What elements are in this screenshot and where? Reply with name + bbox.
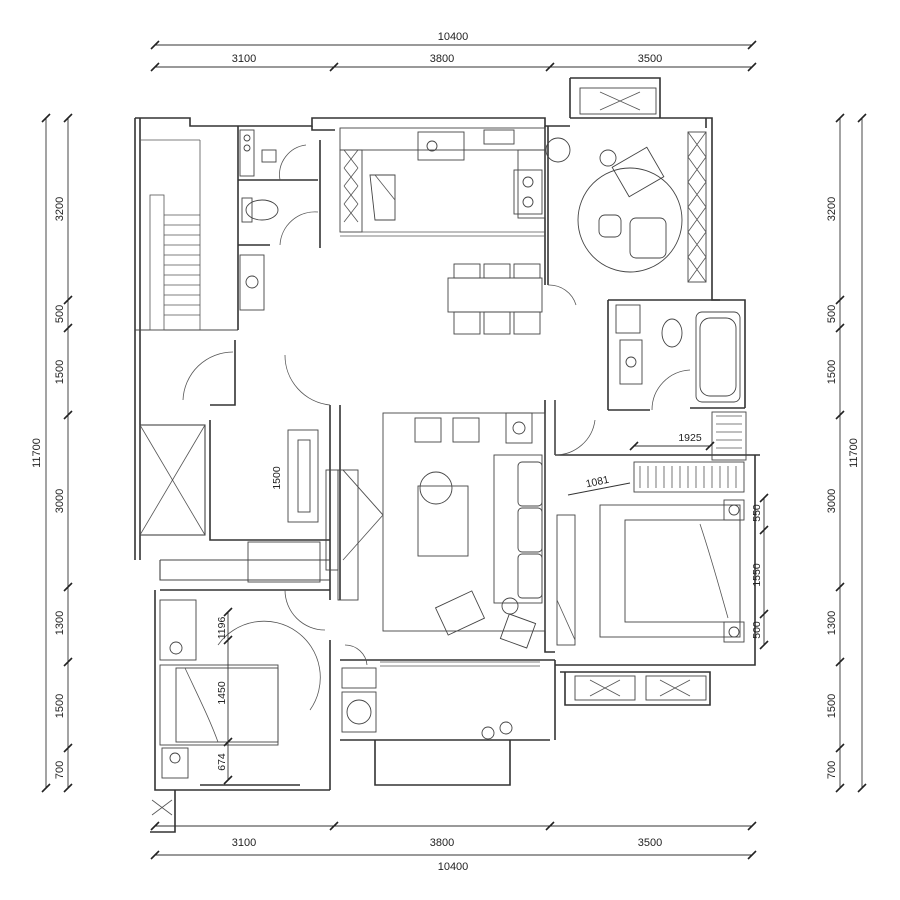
left-segment-6: 1500 <box>54 694 66 718</box>
right-segment-2: 500 <box>826 305 838 323</box>
bottom-segment-2: 3800 <box>430 837 454 849</box>
dining-chair <box>513 311 541 335</box>
dining-chair <box>483 311 511 335</box>
dining-chair <box>483 263 511 279</box>
nightstand <box>723 499 745 521</box>
wardrobe <box>687 131 707 283</box>
top-segment-3: 3500 <box>638 53 662 65</box>
lounge-chair <box>434 590 486 636</box>
second-bed-dim-3: 674 <box>216 753 228 771</box>
left-total-dimension: 11700 <box>31 438 43 468</box>
bottom-segment-3: 3500 <box>638 837 662 849</box>
bottom-dimensions: 3100 3800 3500 10400 <box>150 821 757 873</box>
master-dim-2: 1550 <box>751 563 763 587</box>
master-dim-1: 550 <box>751 504 763 522</box>
left-segment-4: 3000 <box>54 489 66 513</box>
right-segment-6: 1500 <box>826 694 838 718</box>
bottom-segment-1: 3100 <box>232 837 256 849</box>
side-table <box>505 412 533 444</box>
second-bedroom: 1196 1450 674 <box>151 589 326 816</box>
kitchen-sink-icon <box>417 131 465 161</box>
right-bathroom <box>615 304 741 411</box>
armchair <box>611 146 665 198</box>
dining-table <box>447 263 543 335</box>
second-bed-dim-1: 1196 <box>216 617 228 640</box>
toilet-icon <box>661 318 683 348</box>
upper-right-room <box>545 87 707 306</box>
study: 1500 <box>182 351 331 583</box>
master-bed <box>599 504 741 638</box>
left-segment-3: 1500 <box>54 360 66 384</box>
right-segment-1: 3200 <box>826 197 838 221</box>
washbasin-icon <box>619 339 643 385</box>
wardrobe <box>159 599 197 661</box>
study-wardrobe <box>287 429 319 523</box>
living-room <box>325 412 546 649</box>
second-bed-dim-2: 1450 <box>216 681 228 705</box>
right-total-dimension: 11700 <box>848 438 860 468</box>
left-segment-5: 1300 <box>54 611 66 635</box>
nightstand <box>723 621 745 643</box>
left-bathroom <box>239 129 319 311</box>
top-dimensions: 10400 3100 3800 3500 <box>150 31 757 72</box>
balcony <box>341 644 540 740</box>
dining-chair <box>453 311 481 335</box>
bay-planter <box>574 675 636 701</box>
top-segment-2: 3800 <box>430 53 454 65</box>
dining-chair <box>513 263 541 279</box>
area-rug <box>382 412 546 632</box>
toilet-icon <box>245 199 279 221</box>
master-dim-3: 500 <box>751 621 763 639</box>
closet-rack <box>633 461 745 493</box>
top-segment-1: 3100 <box>232 53 256 65</box>
right-segment-7: 700 <box>826 761 838 779</box>
left-dimensions: 11700 3200 500 1500 3000 1300 1500 700 <box>31 113 73 793</box>
bottom-total-dimension: 10400 <box>438 861 469 873</box>
washbasin-icon <box>239 254 265 311</box>
left-segment-2: 500 <box>54 305 66 323</box>
window-planter <box>579 87 657 115</box>
top-total-dimension: 10400 <box>438 31 469 43</box>
left-segment-1: 3200 <box>54 197 66 221</box>
master-bedroom: 550 1550 500 <box>554 400 769 701</box>
round-rug <box>577 167 683 273</box>
closet-width-dimension: 1925 <box>678 432 702 444</box>
washing-machine-icon <box>341 691 377 733</box>
walls <box>134 77 760 833</box>
coffee-table <box>417 485 469 557</box>
stove-icon <box>513 169 543 215</box>
right-dimensions: 3200 500 1500 3000 1300 1500 700 11700 <box>826 113 867 793</box>
dining-chair <box>453 263 481 279</box>
left-segment-7: 700 <box>54 761 66 779</box>
closet: 1925 1081 <box>567 411 747 496</box>
right-segment-3: 1500 <box>826 360 838 384</box>
right-segment-4: 3000 <box>826 489 838 513</box>
study-wardrobe-dimension: 1500 <box>271 466 283 490</box>
wardrobe-depth-dimension: 1081 <box>585 474 610 491</box>
right-segment-5: 1300 <box>826 611 838 635</box>
kitchen <box>339 127 546 237</box>
staircase <box>140 139 201 331</box>
nightstand <box>161 747 189 779</box>
bay-planter <box>645 675 707 701</box>
bathtub-icon <box>695 311 741 403</box>
shower-fixture-icon <box>239 129 255 177</box>
